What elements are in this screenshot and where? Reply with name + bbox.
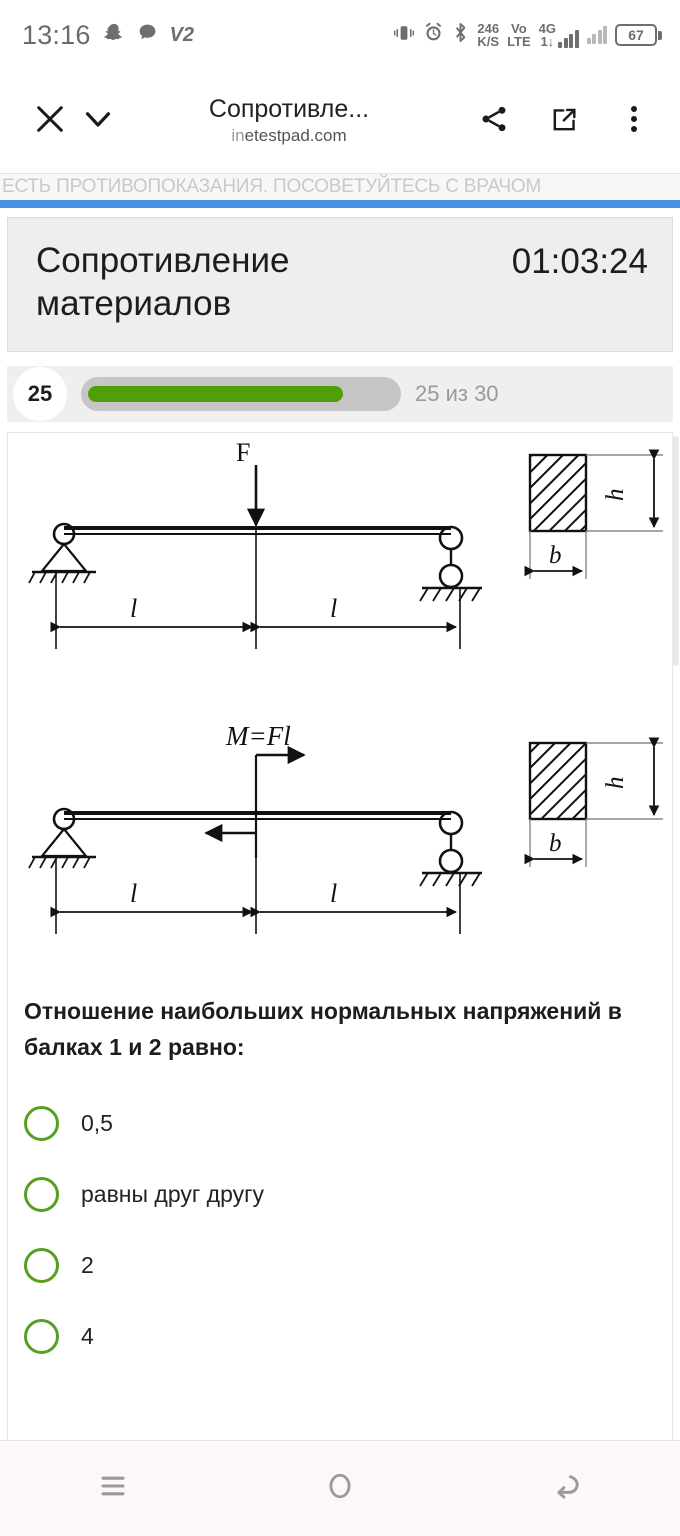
radio-button-icon[interactable] [24,1176,59,1212]
progress-count-label: 25 из 30 [415,381,499,407]
vpn-badge: V2 [169,23,195,46]
status-bar-left: 13:16 V2 [22,20,194,51]
page-title: Сопротивле... [208,94,370,123]
quiz-timer: 01:03:24 [511,242,648,281]
beam-diagram-figure: F [28,438,663,935]
answer-option-0[interactable]: 0,5 [24,1088,656,1159]
radio-button-icon[interactable] [24,1105,59,1141]
recents-icon [96,1469,130,1508]
answer-option-label: 0,5 [81,1109,113,1136]
close-button[interactable] [26,98,74,146]
sim1-signal: 4G 1↓ [538,20,579,49]
beam1-section-width-label: b [549,542,562,569]
battery-cap [658,30,662,40]
android-navigation-bar [0,1440,680,1536]
bluetooth-icon [452,22,469,48]
url-scheme-part: in [231,126,245,146]
network-speed-indicator: 246 K/S [477,20,500,49]
answer-option-label: равны друг другу [81,1180,265,1207]
home-button[interactable] [280,1454,400,1524]
answer-option-2[interactable]: 2 [24,1230,656,1301]
progress-bar-track [81,377,401,412]
signal-bars-icon [558,30,579,49]
beam2-span-left-label: l [130,879,137,908]
answer-option-label: 4 [81,1322,94,1349]
url-host-part: etestpad.com [244,126,347,146]
answer-option-label: 2 [81,1251,94,1278]
open-external-button[interactable] [540,98,588,146]
beam1-load-label: F [236,438,250,467]
network-type-label: 4G 1↓ [538,20,556,49]
signal-bars-dim-icon [586,26,607,44]
chevron-down-icon [80,101,116,142]
volte-indicator: Vo LTE [507,20,531,49]
battery-level-label: 67 [615,24,657,46]
quiz-title: Сопротивление материалов [36,241,290,323]
page-scrollbar[interactable] [672,436,679,666]
answer-option-1[interactable]: равны друг другу [24,1159,656,1230]
beam1-span-left-label: l [130,594,137,623]
question-number-badge: 25 [13,367,67,422]
snapchat-icon [103,22,125,49]
alarm-clock-icon [423,22,444,48]
answer-options-list: 0,5 равны друг другу 2 4 [8,1066,672,1372]
quiz-progress-row: 25 25 из 30 [7,366,673,423]
beam1-span-right-label: l [330,594,337,623]
share-icon [478,103,510,140]
radio-button-icon[interactable] [24,1318,59,1354]
browser-actions [456,98,658,146]
collapse-button[interactable] [74,98,122,146]
home-icon [323,1469,357,1508]
quiz-header-card: Сопротивление материалов 01:03:24 [7,217,673,353]
status-bar-right: 246 K/S Vo LTE 4G 1↓ 67 [393,20,662,49]
battery-icon: 67 [615,24,662,46]
share-button[interactable] [470,98,518,146]
beam2-load-label: M=Fl [225,721,291,751]
back-icon [550,1469,584,1508]
close-icon [33,102,67,141]
beam1-section-height-label: h [602,489,629,502]
question-card: F [7,432,673,1440]
back-button[interactable] [507,1454,627,1524]
page-load-progress-bar [0,200,680,208]
overflow-menu-icon [630,104,638,139]
progress-bar-fill [88,386,343,403]
ad-disclaimer-text: ЕСТЬ ПРОТИВОПОКАЗАНИЯ. ПОСОВЕТУЙТЕСЬ С В… [2,176,542,197]
answer-option-3[interactable]: 4 [24,1301,656,1372]
page-url: inetestpad.com [231,125,346,148]
radio-button-icon[interactable] [24,1247,59,1283]
status-bar: 13:16 V2 [0,0,680,70]
beam2-section-height-label: h [602,777,629,790]
question-text: Отношение наибольших нормальных напряжен… [24,998,622,1061]
overflow-menu-button[interactable] [610,98,658,146]
beam2-section-width-label: b [549,830,562,857]
vibrate-icon [393,23,415,48]
web-page-content: Сопротивление материалов 01:03:24 25 25 … [0,208,680,1440]
beam2-span-right-label: l [330,879,337,908]
browser-toolbar: Сопротивле... inetestpad.com [0,70,680,173]
chat-bubble-icon [137,22,158,48]
browser-title-block[interactable]: Сопротивле... inetestpad.com [122,95,456,149]
recents-button[interactable] [53,1454,173,1524]
open-external-icon [549,104,580,140]
ad-disclaimer-strip: ЕСТЬ ПРОТИВОПОКАЗАНИЯ. ПОСОВЕТУЙТЕСЬ С В… [0,173,680,200]
status-clock: 13:16 [22,19,91,50]
